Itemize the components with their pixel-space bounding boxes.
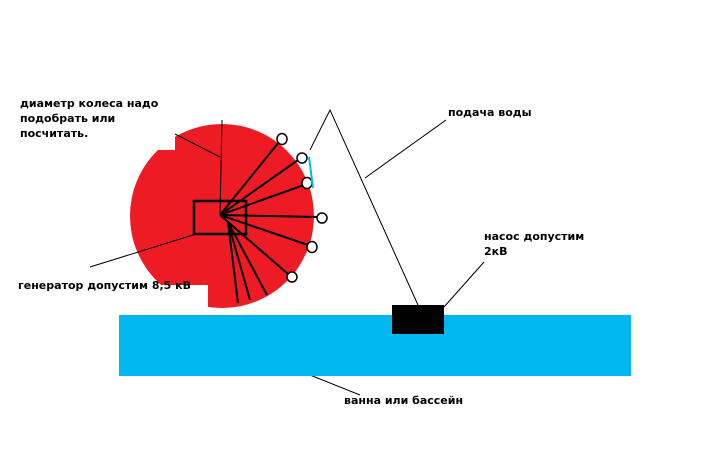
water-stream [308, 156, 314, 189]
label-generator: генератор допустим 8,5 кВ [18, 279, 192, 292]
pump-box [392, 305, 444, 334]
bath-pool [119, 315, 631, 376]
pointer-lines [89, 108, 485, 396]
label-pump: насос допустим 2кВ [484, 230, 585, 258]
wheel-buckets [276, 132, 328, 283]
wheel-spokes [219, 141, 319, 304]
label-water-supply: подача воды [448, 106, 532, 119]
label-bath: ванна или бассейн [344, 394, 464, 407]
label-diameter: диаметр колеса надо подобрать или посчит… [20, 97, 159, 140]
